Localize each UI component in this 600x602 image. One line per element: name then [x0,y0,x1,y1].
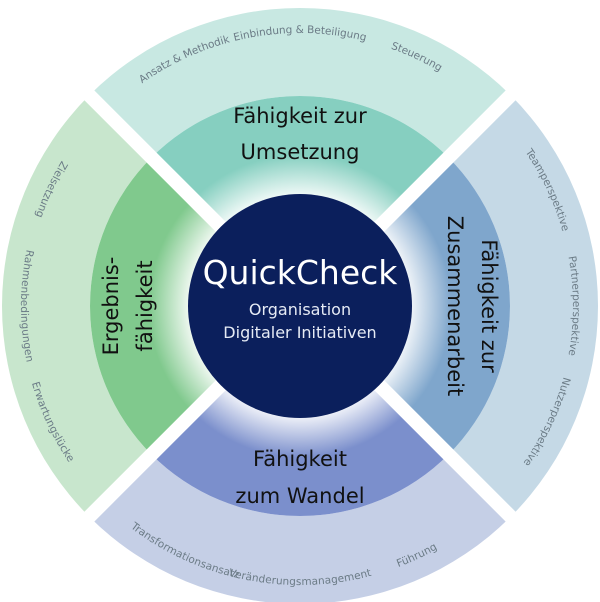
outer-ring-bottom [89,454,511,602]
right-label-line2: Zusammenarbeit [443,216,467,396]
right-outer-item: Partnerperspektive [566,255,582,357]
bottom-label-line1: Fähigkeit [253,447,347,471]
outer-ring-left [2,95,152,517]
center-subtitle-line2: Digitaler Initiativen [223,323,376,342]
right-outer-item-text: Partnerperspektive [566,255,582,357]
top-label-line2: Umsetzung [241,140,360,164]
left-label-line1: Ergebnis- [99,257,123,356]
inner-quadrant-top [151,95,449,227]
inner-quadrant-bottom [151,385,449,517]
bottom-label-line2: zum Wandel [235,484,364,508]
left-outer-item: Rahmenbedingungen [18,249,36,363]
outer-ring-right [448,95,598,517]
separator-line [81,87,229,235]
inner-quadrant-left [90,157,221,455]
center-subtitle-line1: Organisation [249,300,351,319]
inner-quadrant-right [379,157,510,455]
top-label-line1: Fähigkeit zur [233,104,367,128]
separator-line [81,377,229,525]
outer-ring-top [89,8,511,158]
left-outer-item-text: Rahmenbedingungen [18,249,36,363]
right-label-line1: Fähigkeit zur [477,239,501,373]
center-title: QuickCheck [203,253,399,292]
separators [81,87,519,525]
center-circle [188,194,412,418]
left-label-line2: fähigkeit [133,260,157,351]
separator-line [371,377,519,525]
separator-line [371,87,519,235]
